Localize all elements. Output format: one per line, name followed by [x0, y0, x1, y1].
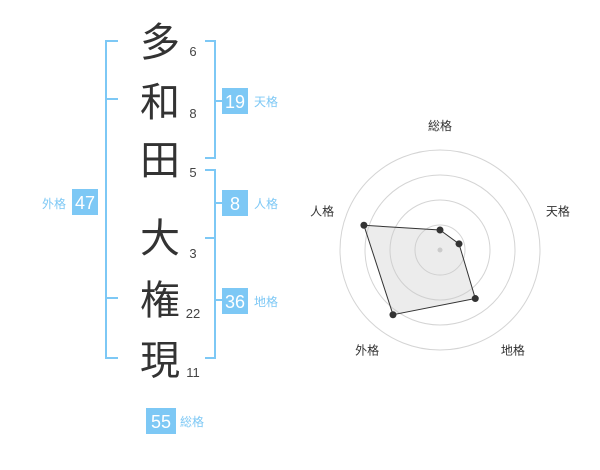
stroke-count-2: 8 [189, 106, 196, 121]
soukaku-label: 総格 [180, 414, 204, 429]
name-char-4: 大 [140, 216, 180, 262]
radar-axis-label-2: 天格 [546, 204, 570, 219]
radar-point-1 [436, 226, 444, 234]
soukaku-value: 55 [151, 412, 171, 432]
tenkaku-bracket [205, 40, 216, 159]
name-char-3: 田 [140, 138, 180, 184]
tenkaku-value: 19 [225, 92, 245, 112]
name-char-6: 現 [140, 338, 180, 384]
soukaku-badge: 55 総格 [146, 408, 204, 434]
radar-point-3 [471, 295, 479, 303]
name-characters: 多 6 和 8 田 5 大 3 権 22 現 11 [140, 20, 200, 384]
radar-ring-4 [339, 149, 541, 351]
radar-area [363, 224, 476, 316]
stroke-count-1: 6 [189, 44, 196, 59]
radar-point-4 [389, 311, 397, 319]
jinkaku-label: 人格 [254, 196, 278, 211]
radar-point-2 [455, 240, 463, 248]
jinkaku-value: 8 [230, 194, 240, 214]
name-char-5: 権 [140, 278, 180, 324]
radar-axis-label-4: 外格 [355, 342, 379, 357]
jinkaku-bracket [205, 169, 216, 239]
brackets [105, 40, 222, 359]
radar-axis-label-5: 人格 [310, 204, 334, 219]
jinkaku-badge: 8 人格 [222, 190, 278, 216]
stroke-count-6: 11 [186, 365, 200, 380]
radar-ring-2 [389, 199, 491, 301]
gaikaku-label: 外格 [42, 196, 66, 211]
name-char-1: 多 [140, 20, 180, 66]
name-char-2: 和 [140, 80, 180, 126]
tenkaku-badge: 19 天格 [222, 88, 278, 114]
radar-ring-1 [414, 224, 466, 276]
radar-point-5 [360, 221, 368, 229]
radar-center [437, 247, 443, 253]
chikaku-label: 地格 [254, 294, 278, 309]
stroke-count-5: 22 [186, 306, 200, 321]
stroke-count-3: 5 [189, 165, 196, 180]
stroke-count-4: 3 [189, 246, 196, 261]
chikaku-value: 36 [225, 292, 245, 312]
gaikaku-badge: 外格 47 [42, 189, 98, 215]
tenkaku-label: 天格 [254, 94, 278, 109]
radar-ring-3 [364, 174, 516, 326]
radar-axis-label-1: 総格 [428, 118, 452, 133]
gaikaku-bracket [105, 40, 118, 359]
chikaku-badge: 36 地格 [222, 288, 278, 314]
chikaku-bracket [205, 237, 216, 359]
gaikaku-value: 47 [75, 193, 95, 213]
radar-axis-label-3: 地格 [501, 342, 525, 357]
